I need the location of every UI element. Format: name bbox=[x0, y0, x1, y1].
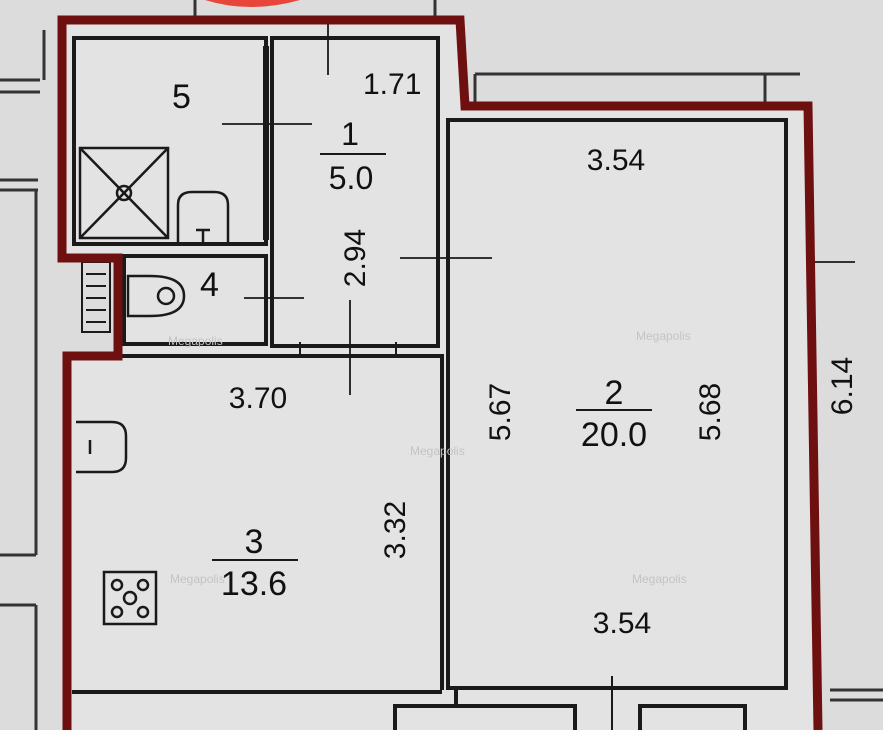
dim-room2-top: 3.54 bbox=[587, 144, 645, 177]
dim-hall-length: 2.94 bbox=[339, 229, 372, 287]
toilet bbox=[126, 274, 186, 318]
room-2-area: 20.0 bbox=[581, 416, 647, 454]
room-5-number: 5 bbox=[172, 78, 191, 116]
watermark-4: Megapolis bbox=[632, 572, 687, 586]
kitchen-sink bbox=[76, 420, 128, 474]
apartment-boundary bbox=[57, 15, 823, 730]
room-4-number: 4 bbox=[200, 266, 219, 304]
stove bbox=[102, 570, 158, 626]
watermark-5: Megapolis bbox=[170, 572, 225, 586]
room-2-number: 2 bbox=[605, 374, 624, 412]
room-1-number: 1 bbox=[341, 116, 359, 152]
dim-kitchen-width: 3.70 bbox=[229, 382, 287, 415]
dim-hall-width: 1.71 bbox=[363, 68, 421, 101]
watermark-2: Megapolis bbox=[168, 334, 223, 348]
dim-kitchen-depth: 3.32 bbox=[379, 501, 412, 559]
room-3-area: 13.6 bbox=[221, 565, 287, 603]
vent-shaft bbox=[81, 261, 111, 333]
room-3-number: 3 bbox=[245, 523, 264, 561]
watermark-3: Megapolis bbox=[410, 444, 465, 458]
dim-room2-right: 5.68 bbox=[694, 383, 727, 441]
accent-mark bbox=[205, 0, 300, 7]
watermark-1: Megapolis bbox=[636, 329, 691, 343]
neighbor-walls-left bbox=[0, 30, 46, 730]
neighbor-walls-top-right bbox=[193, 0, 883, 702]
dim-outer-right: 6.14 bbox=[826, 357, 859, 415]
dim-room2-left: 5.67 bbox=[484, 383, 517, 441]
room-1-area: 5.0 bbox=[329, 160, 373, 196]
shower-tray bbox=[78, 146, 170, 240]
dimension-ticks bbox=[222, 18, 855, 395]
door-marks bbox=[263, 46, 613, 730]
dim-room2-bottom: 3.54 bbox=[593, 607, 651, 640]
watermarks: Megapolis Megapolis Megapolis Megapolis … bbox=[168, 329, 691, 586]
bathroom-sink bbox=[176, 190, 230, 244]
